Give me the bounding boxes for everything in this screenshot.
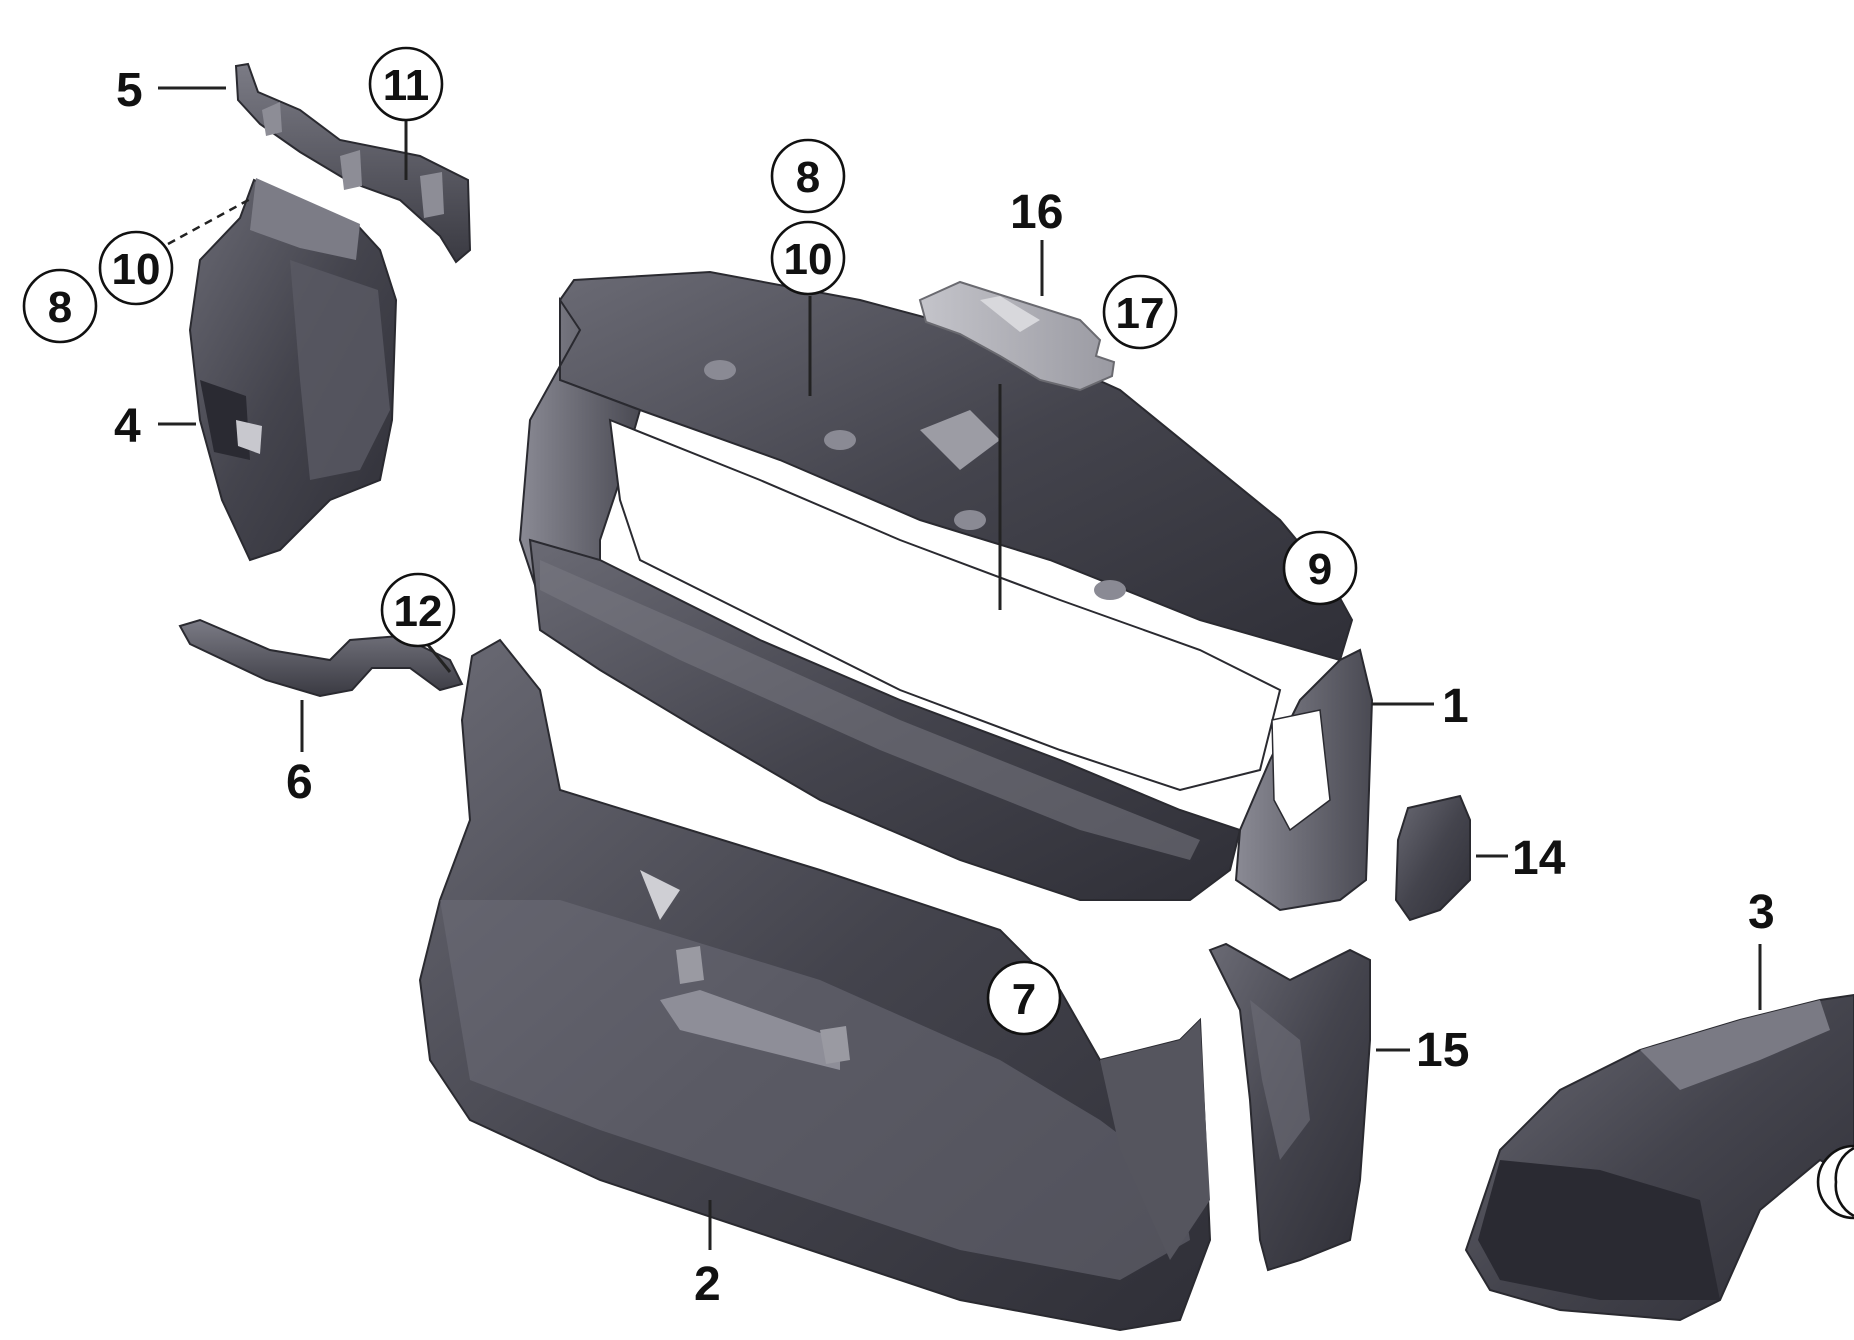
part-2-lower-air-guide [418,638,1212,1332]
svg-text:17: 17 [1116,289,1165,338]
label-1: 1 [1442,680,1469,733]
label-15: 15 [1416,1024,1469,1077]
callout-12: 12 [380,572,456,648]
svg-text:7: 7 [1012,975,1036,1024]
part-15-side-deflector [1208,942,1371,1272]
svg-text:10: 10 [784,235,833,284]
part-3-air-duct [1464,993,1854,1322]
label-16: 16 [1010,186,1063,239]
svg-text:12: 12 [394,587,443,636]
callout-10-left: 10 [98,230,174,306]
svg-text:8: 8 [796,153,820,202]
callout-8-left: 8 [22,268,98,344]
callout-7: 7 [986,960,1062,1036]
part-6-bracket [178,618,464,698]
part-5-bracket [234,62,472,264]
callout-partial-right [1816,1144,1854,1220]
callout-8-center: 8 [770,138,846,214]
part-4-air-duct [188,178,398,562]
svg-text:11: 11 [383,61,430,110]
callout-9: 9 [1282,530,1358,606]
callout-11: 11 [368,46,444,122]
svg-text:8: 8 [48,283,72,332]
part-16-bracket [918,280,1116,392]
callout-17: 17 [1102,274,1178,350]
label-5: 5 [116,64,143,117]
part-14-cover [1394,794,1471,922]
label-2: 2 [694,1258,721,1311]
callout-10-center: 10 [770,220,846,296]
label-4: 4 [114,400,141,453]
leader-lines [158,86,1762,1250]
label-3: 3 [1748,886,1775,939]
label-14: 14 [1512,832,1566,885]
part-1-main-frame [518,270,1374,912]
svg-text:9: 9 [1308,545,1332,594]
svg-text:10: 10 [112,245,161,294]
label-6: 6 [286,756,313,809]
